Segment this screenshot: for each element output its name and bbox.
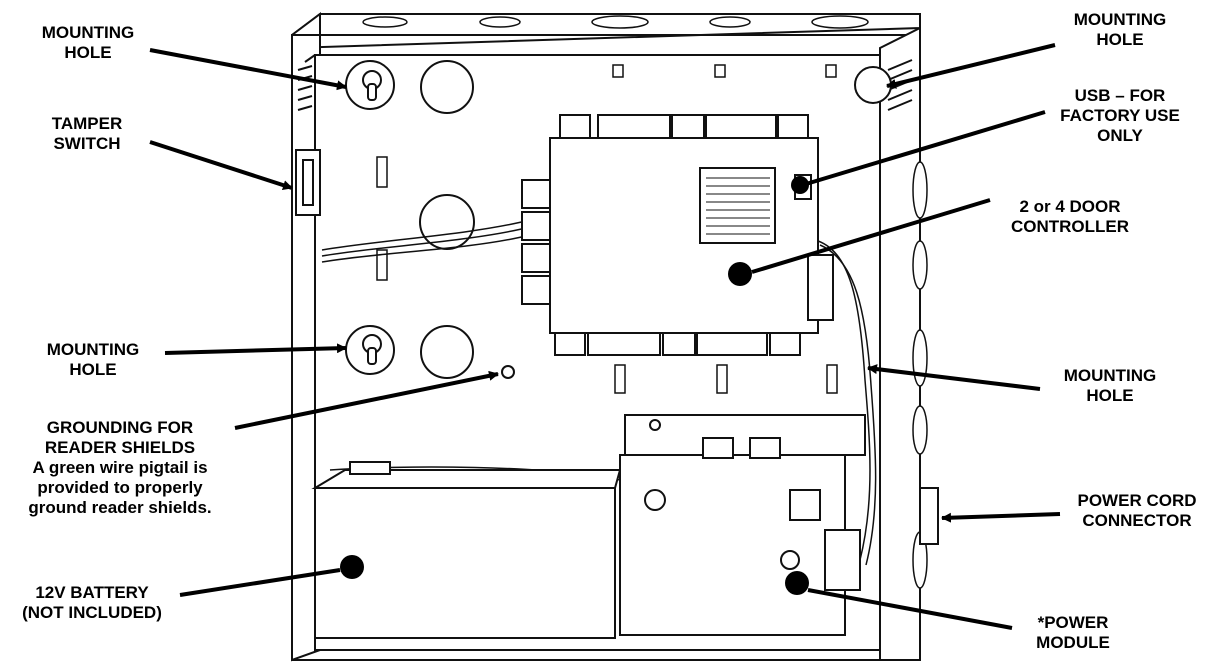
leader-arrows: [149, 43, 1061, 630]
label-mounting-hole-mid-left: MOUNTING HOLE: [46, 340, 140, 379]
label-power-module: *POWER MODULE: [1036, 613, 1110, 652]
power-cord-shape: [919, 487, 939, 545]
battery-shape: [311, 461, 622, 639]
label-usb: USB – FOR FACTORY USE ONLY: [1060, 86, 1180, 145]
keyhole-mid: [345, 325, 395, 375]
heatsink-fins: [706, 177, 770, 235]
keyhole-top: [345, 60, 395, 110]
label-mounting-hole-right: MOUNTING HOLE: [1063, 366, 1157, 405]
power-module-shape: [619, 414, 866, 636]
callout-dots: [340, 176, 809, 595]
label-grounding: GROUNDING FOR READER SHIELDS A green wir…: [28, 418, 212, 517]
label-tamper-switch: TAMPER SWITCH: [51, 114, 123, 153]
label-door-controller: 2 or 4 DOOR CONTROLLER: [1010, 197, 1130, 236]
door-controller-board: [521, 114, 834, 356]
label-mounting-hole-top-left: MOUNTING HOLE: [41, 23, 135, 62]
ground-stud: [501, 365, 515, 379]
label-power-cord: POWER CORD CONNECTOR: [1077, 491, 1197, 530]
top-knockouts: [362, 15, 869, 29]
hole-top-right: [854, 66, 892, 104]
label-mounting-hole-top-right: MOUNTING HOLE: [1073, 10, 1167, 49]
label-battery: 12V BATTERY (NOT INCLUDED): [22, 583, 162, 622]
tamper-switch-shape: [295, 149, 321, 216]
brackets: [376, 64, 838, 394]
